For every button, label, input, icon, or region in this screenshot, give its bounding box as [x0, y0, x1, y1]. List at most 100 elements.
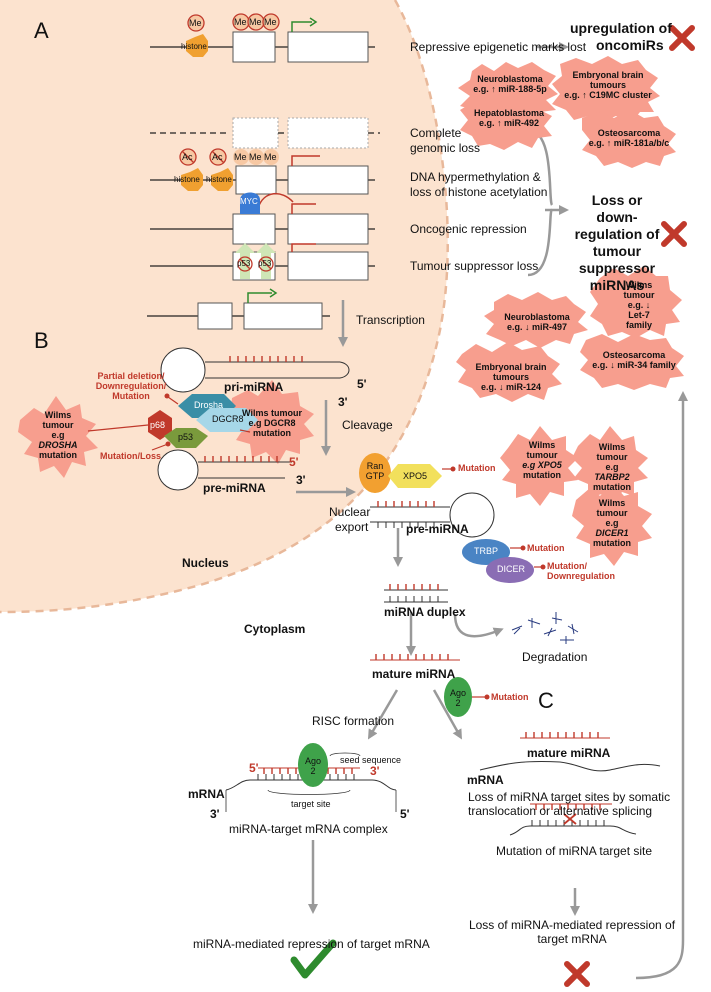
gene-row-4 — [150, 192, 375, 245]
ago2-complex-shape — [298, 743, 328, 787]
mutation-target-site-label: Mutation of miRNA target site — [496, 844, 653, 858]
transcription-label: Transcription — [356, 313, 425, 327]
p53-shape — [164, 428, 208, 448]
star-ts-osteo — [580, 334, 684, 390]
dicer-shape — [486, 557, 534, 583]
me-label: Me — [189, 18, 202, 28]
ago2-shape — [444, 677, 472, 717]
pri-mirna — [160, 347, 350, 393]
panel-a-label: A — [34, 18, 49, 43]
pre-mirna-cyto-label: pre-miRNA — [406, 522, 469, 536]
me-label: Me — [234, 17, 247, 27]
ran-gtp-shape — [359, 453, 391, 493]
histone-label: histone — [174, 175, 200, 184]
xpo5-shape — [388, 464, 442, 488]
histone-label: histone — [181, 42, 207, 51]
repressive-marks-label: Repressive epigenetic marks lost — [410, 40, 587, 54]
panel-b-label: B — [34, 328, 49, 353]
cleavage-label: Cleavage — [342, 418, 393, 432]
suppressor-title: Loss or down- regulation of tumour suppr… — [574, 192, 660, 293]
three-prime-label: 3' — [296, 473, 306, 487]
nucleus-label: Nucleus — [182, 556, 229, 570]
mature-mirna — [370, 654, 460, 661]
p68-shape — [148, 410, 172, 440]
partial-deletion-label: Partial deletion/Downregulation/Mutation — [95, 371, 167, 401]
ac-label: Ac — [182, 152, 193, 162]
five-prime-label: 5' — [249, 761, 259, 775]
pre-mirna-nucleus — [157, 449, 292, 491]
five-prime-label: 5' — [400, 807, 410, 821]
star-wilms-drosha — [18, 396, 98, 478]
mutation-loss-label: Mutation/Loss — [100, 451, 161, 461]
seed-sequence-label: seed sequence — [340, 755, 402, 765]
p53-label: p53 — [237, 259, 251, 268]
dicer-label: DICER — [497, 564, 526, 574]
mature-mirna-c — [520, 732, 610, 739]
three-prime-label: 3' — [338, 395, 348, 409]
star-wilms-xpo5 — [500, 426, 578, 506]
tumour-suppressor-loss-label: Tumour suppressor loss — [410, 259, 539, 273]
star-oncomir-hepato — [460, 96, 552, 150]
me-label: Me — [264, 17, 277, 27]
trbp-label: TRBP — [474, 546, 499, 556]
mature-mirna-c-label: mature miRNA — [527, 746, 611, 760]
mrna-c — [479, 760, 661, 772]
mrna-label: mRNA — [188, 787, 225, 801]
star-oncomir-embryonal — [552, 56, 660, 122]
star-ts-neuro — [484, 292, 588, 348]
nuclear-export-label-2: export — [335, 520, 369, 534]
checkmark-icon — [290, 939, 337, 979]
mirna-target-complex-label: miRNA-target mRNA complex — [229, 822, 388, 836]
mirna-duplex-label: miRNA duplex — [384, 605, 466, 619]
p53-label: p53 — [178, 432, 194, 442]
myc-label: MYC — [240, 197, 258, 206]
pri-mirna-label: pri-miRNA — [224, 380, 284, 394]
dgcr8-shape — [196, 408, 258, 432]
degradation-fragments — [511, 612, 579, 644]
degradation-label: Degradation — [522, 650, 588, 664]
me-label: Me — [264, 152, 277, 162]
star-oncomir-osteo — [582, 110, 676, 168]
genomic-loss-label-2: genomic loss — [410, 141, 481, 155]
star-ts-embryonal — [456, 342, 562, 402]
x-mark-oncomir — [669, 25, 695, 51]
trbp-mutation-label: Mutation — [527, 543, 565, 553]
cytoplasm-label: Cytoplasm — [244, 622, 306, 636]
risc-formation-label: RISC formation — [312, 714, 395, 728]
star-wilms-tarbp2 — [572, 426, 648, 506]
three-prime-label: 3' — [370, 764, 380, 778]
histone-shape — [186, 34, 208, 57]
pre-mirna-label: pre-miRNA — [203, 481, 266, 495]
target-site-label: target site — [291, 799, 331, 809]
p68-label: p68 — [150, 420, 166, 430]
oncomir-title-2: oncomiRs — [596, 37, 664, 53]
xpo5-mutation-label: Mutation — [458, 463, 496, 473]
hypermethylation-label-2: loss of histone acetylation — [410, 185, 548, 199]
gene-row-2 — [150, 117, 380, 149]
p53-label: p53 — [258, 259, 272, 268]
genomic-loss-label-1: Complete — [410, 126, 462, 140]
mirna-duplex — [384, 584, 448, 603]
panel-c-label: C — [538, 688, 554, 713]
gene-row-5 — [150, 243, 375, 281]
xpo5-label: XPO5 — [403, 471, 428, 481]
me-label: Me — [249, 17, 262, 27]
star-wilms-dgcr8 — [230, 380, 314, 464]
x-mark-loss — [564, 961, 590, 987]
star-wilms-dicer1 — [572, 482, 652, 566]
me-label: Me — [234, 152, 247, 162]
mutated-target-site — [509, 803, 637, 836]
